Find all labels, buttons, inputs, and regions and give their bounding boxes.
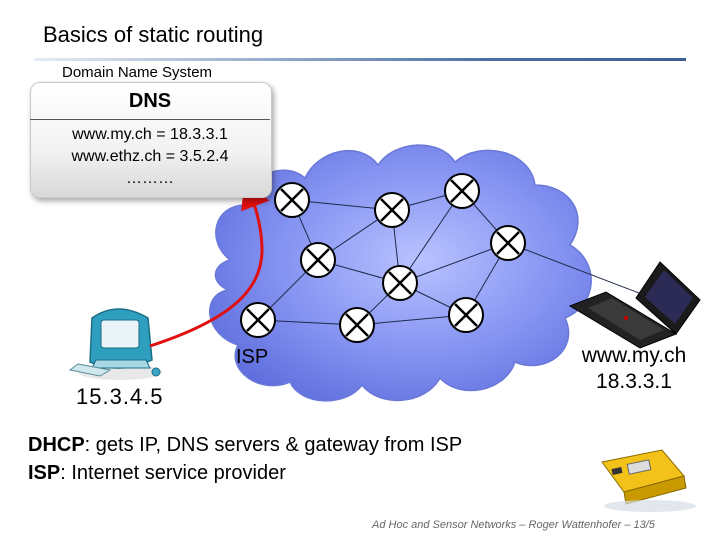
dns-entry: www.ethz.ch = 3.5.2.4	[71, 148, 229, 165]
router-icon	[300, 242, 336, 278]
router-icon	[490, 225, 526, 261]
isp-term: ISP	[28, 462, 61, 484]
link	[399, 242, 509, 284]
server-ip-address: 18.3.3.1	[596, 370, 672, 393]
sensor-node-icon	[601, 449, 696, 512]
router-icon	[374, 192, 410, 228]
isp-description: : Internet service provider	[60, 462, 286, 484]
dns-lookup-arrow	[149, 177, 270, 348]
dns-entry: ………	[126, 170, 174, 187]
isp-label: ISP	[236, 346, 269, 368]
dns-entry: www.my.ch = 18.3.3.1	[72, 126, 228, 143]
link	[356, 314, 467, 326]
client-ip-address: 15.3.4.5	[76, 384, 164, 409]
router-icon	[444, 173, 480, 209]
dhcp-note: DHCP: gets IP, DNS servers & gateway fro…	[28, 434, 462, 457]
dhcp-description: : gets IP, DNS servers & gateway from IS…	[84, 434, 463, 456]
imac-computer-icon	[68, 308, 162, 380]
title-divider	[34, 58, 686, 61]
slide-title: Basics of static routing	[43, 22, 264, 47]
link-to-server	[507, 242, 653, 299]
router-icon	[339, 307, 375, 343]
slide-footer: Ad Hoc and Sensor Networks – Roger Watte…	[372, 519, 655, 531]
dns-header: DNS	[128, 90, 172, 112]
router-icon	[448, 297, 484, 333]
laptop-icon	[568, 261, 701, 349]
dns-panel	[30, 82, 272, 198]
isp-note: ISP: Internet service provider	[28, 462, 286, 485]
dhcp-term: DHCP	[28, 434, 85, 456]
router-icon	[274, 182, 310, 218]
router-icon	[240, 302, 276, 338]
server-hostname: www.my.ch	[581, 344, 687, 367]
dns-subtitle: Domain Name System	[62, 64, 213, 81]
link	[399, 190, 463, 284]
router-icon	[382, 265, 418, 301]
routers	[240, 173, 526, 343]
dns-divider	[30, 119, 270, 120]
